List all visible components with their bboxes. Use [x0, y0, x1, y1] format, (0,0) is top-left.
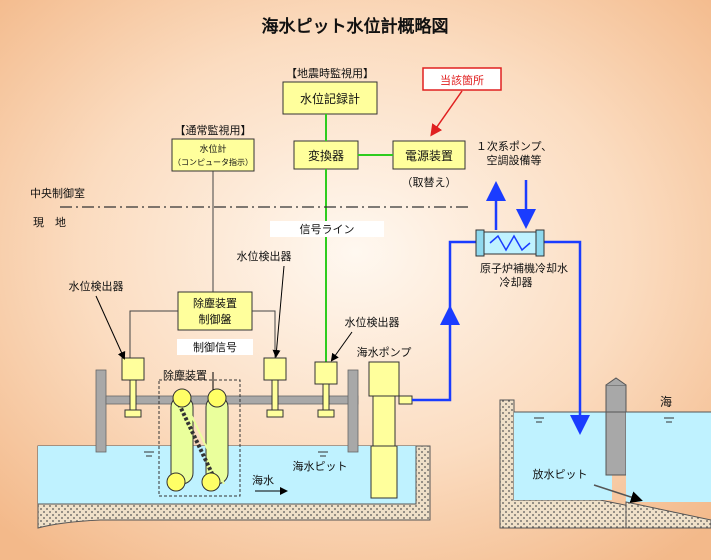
- cooler-label-1: 原子炉補機冷却水: [480, 261, 568, 275]
- earthquake-monitor-label: 【地震時監視用】: [286, 66, 374, 80]
- sea-water: [626, 412, 711, 502]
- control-room-label: 中央制御室: [30, 186, 85, 200]
- field-label: 現 地: [33, 216, 66, 229]
- svg-text:水位計: 水位計: [199, 143, 226, 155]
- cooler-unit: [475, 229, 545, 257]
- discharge-weir: [605, 384, 627, 476]
- detector-right: [314, 361, 338, 418]
- cooler-label-2: 冷却器: [500, 276, 533, 289]
- normal-monitor-label: 【通常監視用】: [175, 123, 252, 137]
- svg-text:制御盤: 制御盤: [199, 312, 232, 326]
- sea-label: 海: [660, 394, 672, 409]
- water-level-marks: [144, 417, 674, 457]
- recorder-box: 水位記録計: [282, 81, 378, 115]
- seawater-pump: [368, 361, 413, 499]
- level-meter-box: 水位計 （コンピュータ指示）: [171, 138, 255, 172]
- pit-wall-left: [95, 369, 107, 453]
- svg-text:当該箇所: 当該箇所: [440, 73, 484, 87]
- replaced-label: （取替え）: [402, 175, 457, 189]
- cooling-water-piping: [412, 180, 590, 435]
- discharge-pit-label: 放水ピット: [533, 467, 588, 481]
- svg-text:変換器: 変換器: [308, 148, 344, 163]
- pump-equipment-label-2: 空調設備等: [487, 153, 542, 167]
- relevant-part-callout: 当該箇所: [422, 67, 502, 91]
- seawater-pump-label: 海水ポンプ: [357, 345, 412, 359]
- pump-equipment-label-1: １次系ポンプ、: [476, 139, 552, 153]
- svg-text:除塵装置: 除塵装置: [193, 296, 237, 310]
- svg-text:電源装置: 電源装置: [405, 149, 453, 163]
- detector-mid: [263, 357, 287, 418]
- pit-wall-right: [347, 369, 359, 453]
- detector-mid-label: 水位検出器: [237, 249, 292, 263]
- signal-line-label: 信号ライン: [300, 223, 355, 236]
- detector-left-label: 水位検出器: [69, 279, 124, 293]
- detector-left: [121, 357, 145, 418]
- detector-right-label: 水位検出器: [345, 315, 400, 329]
- converter-box: 変換器: [293, 140, 359, 170]
- pit-deck: [105, 395, 359, 405]
- black-signal-lines: [129, 171, 276, 358]
- power-supply-box: 電源装置: [392, 140, 466, 170]
- diagram-title: 海水ピット水位計概略図: [262, 16, 449, 37]
- dust-removal-panel-box: 除塵装置 制御盤: [177, 291, 253, 331]
- svg-text:水位記録計: 水位記録計: [300, 91, 360, 106]
- signal-line-label-bg: [270, 221, 384, 237]
- dust-removal-screen: [166, 388, 229, 492]
- dust-removal-frame: [158, 379, 241, 497]
- dust-removal-label: 除塵装置: [163, 368, 207, 382]
- control-signal-label: 制御信号: [193, 340, 237, 354]
- callout-arrow: [430, 90, 463, 137]
- green-signal-lines: [325, 114, 393, 362]
- seawater-flow-label: 海水: [252, 473, 274, 487]
- svg-text:（コンピュータ指示）: （コンピュータ指示）: [173, 157, 253, 167]
- seawater-pit-label: 海水ピット: [293, 459, 348, 473]
